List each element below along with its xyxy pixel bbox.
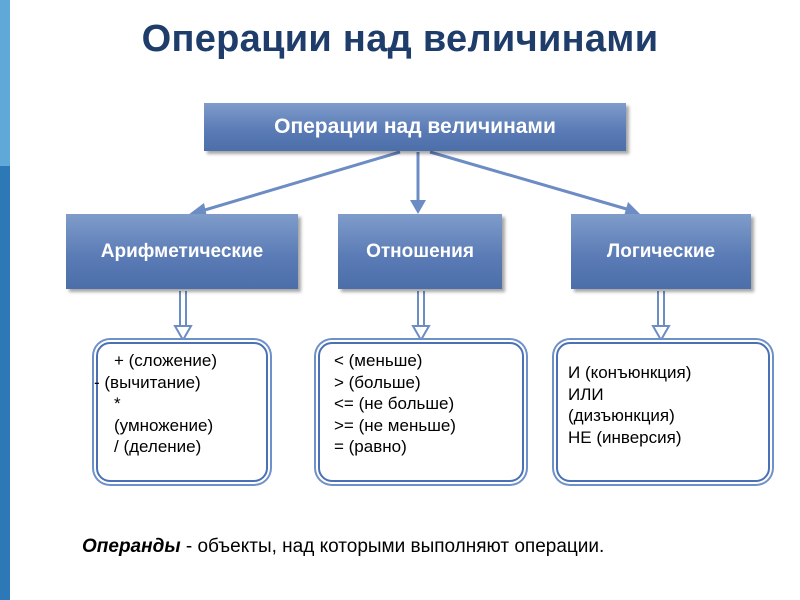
relation-operations-box: < (меньше) > (больше) <= (не больше) >= … <box>318 342 524 482</box>
operation-item: + (сложение) <box>114 351 218 370</box>
category-relations: Отношения <box>338 214 502 289</box>
arrow-relations-to-ops <box>411 291 431 343</box>
arrow-logical-to-ops <box>651 291 671 343</box>
operation-item: И (конъюнкция) <box>568 363 692 382</box>
accent-bar-bottom <box>0 166 10 600</box>
page-title: Операции над величинами <box>141 18 659 60</box>
arrow-root-to-logical <box>429 149 640 216</box>
logical-operations-box: И (конъюнкция) ИЛИ (дизъюнкция) НЕ (инве… <box>556 342 770 482</box>
footnote: Операнды - объекты, над которыми выполня… <box>82 536 604 558</box>
arithmetic-operations-box: + (сложение) - (вычитание) * (умножение)… <box>94 342 268 482</box>
operation-item: НЕ (инверсия) <box>568 427 682 447</box>
operation-item: ИЛИ <box>568 384 604 404</box>
operation-item: = (равно) <box>334 437 407 456</box>
arrow-root-to-arithmetic <box>188 149 401 217</box>
operation-item: * <box>114 394 121 413</box>
category-logical: Логические <box>571 214 751 289</box>
footnote-text: - объекты, над которыми выполняют операц… <box>180 536 605 557</box>
root-node: Операции над величинами <box>204 103 626 151</box>
arrow-arithmetic-to-ops <box>173 291 193 343</box>
operation-item: > (больше) <box>334 372 421 392</box>
arrow-root-to-relations <box>410 152 426 214</box>
operation-item: < (меньше) <box>334 351 423 370</box>
operation-item: <= (не больше) <box>334 394 455 413</box>
operation-item: / (деление) <box>114 437 202 456</box>
operation-item: (дизъюнкция) <box>568 406 675 425</box>
accent-bar-top <box>0 0 10 166</box>
operation-item: >= (не меньше) <box>334 415 456 435</box>
operation-item: (умножение) <box>114 415 214 435</box>
category-arithmetic: Арифметические <box>66 214 298 289</box>
footnote-term: Операнды <box>82 536 181 557</box>
operation-item: - (вычитание) <box>94 372 201 392</box>
